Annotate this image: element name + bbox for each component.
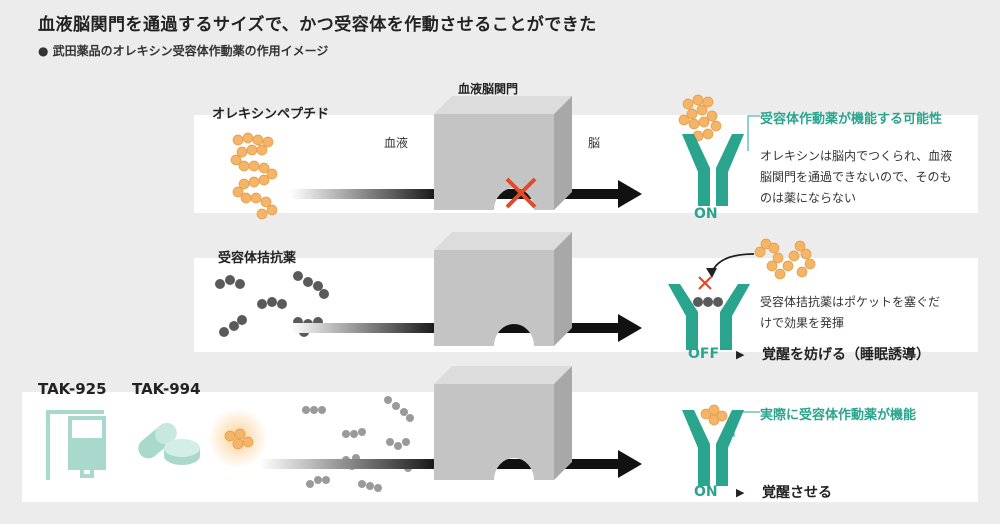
state-on-row1: ON — [694, 206, 718, 222]
blood-brain-barrier-row3 — [434, 366, 572, 480]
arrow-right-icon-row3: ▶ — [736, 486, 745, 499]
agonist-potential-callout: 受容体作動薬が機能する可能性 — [760, 112, 943, 127]
antagonist-note-line-1: 受容体拮抗薬はポケットを塞ぐだ — [760, 295, 941, 309]
barrier-label: 血液脳関門 — [458, 82, 519, 96]
page-subtitle: ● 武田薬品のオレキシン受容体作動薬の作用イメージ — [38, 44, 329, 58]
panel-row2 — [194, 258, 978, 352]
drug-tak-925-label: TAK-925 — [38, 380, 107, 398]
blood-brain-barrier-row2 — [434, 232, 572, 346]
small-cross-icon — [698, 276, 712, 290]
receptor-on-row1 — [678, 94, 744, 206]
orexin-note-line-1: オレキシンは脳内でつくられ、血液 — [760, 149, 953, 163]
effect-row3: 覚醒させる — [762, 485, 832, 501]
blocked-arrow-icon — [706, 253, 755, 278]
antagonist-note: 受容体拮抗薬はポケットを塞ぐだ けで効果を発揮 — [760, 292, 940, 334]
state-off-row2: OFF — [688, 346, 720, 362]
callout-line-row1 — [747, 115, 760, 151]
antagonist-label: 受容体拮抗薬 — [218, 251, 297, 266]
arrow-right-icon-row2: ▶ — [736, 348, 745, 361]
agonist-works-callout: 実際に受容体作動薬が機能 — [760, 408, 917, 423]
orexin-peptide-molecule — [230, 132, 278, 220]
orexin-note-line-2: 脳関門を通過できないので、そのも — [760, 170, 952, 184]
iv-drip-icon — [46, 410, 106, 480]
pill-icon — [138, 423, 200, 465]
page-title: 血液脳関門を通過するサイズで、かつ受容体を作動させることができた — [38, 15, 597, 35]
state-on-row3: ON — [694, 484, 718, 500]
drug-tak-994-label: TAK-994 — [132, 380, 201, 398]
blood-side-label: 血液 — [384, 136, 409, 150]
receptor-off-row2 — [668, 284, 750, 350]
brain-side-label: 脳 — [588, 136, 601, 150]
antagonist-note-line-2: けで効果を発揮 — [760, 316, 845, 330]
blood-brain-barrier-row1 — [434, 96, 572, 210]
callout-line-row3 — [733, 411, 760, 437]
orexin-note: オレキシンは脳内でつくられ、血液 脳関門を通過できないので、そのも のは薬になら… — [760, 146, 952, 209]
blocked-cross-icon — [505, 177, 537, 209]
effect-row2: 覚醒を妨げる（睡眠誘導） — [762, 347, 930, 363]
orexin-peptide-label: オレキシンペプチド — [212, 107, 330, 122]
orexin-note-line-3: のは薬にならない — [760, 191, 857, 205]
receptor-on-row3 — [682, 404, 744, 486]
orexin-blocked-molecule — [754, 238, 816, 280]
drug-molecule-glow — [208, 408, 268, 468]
